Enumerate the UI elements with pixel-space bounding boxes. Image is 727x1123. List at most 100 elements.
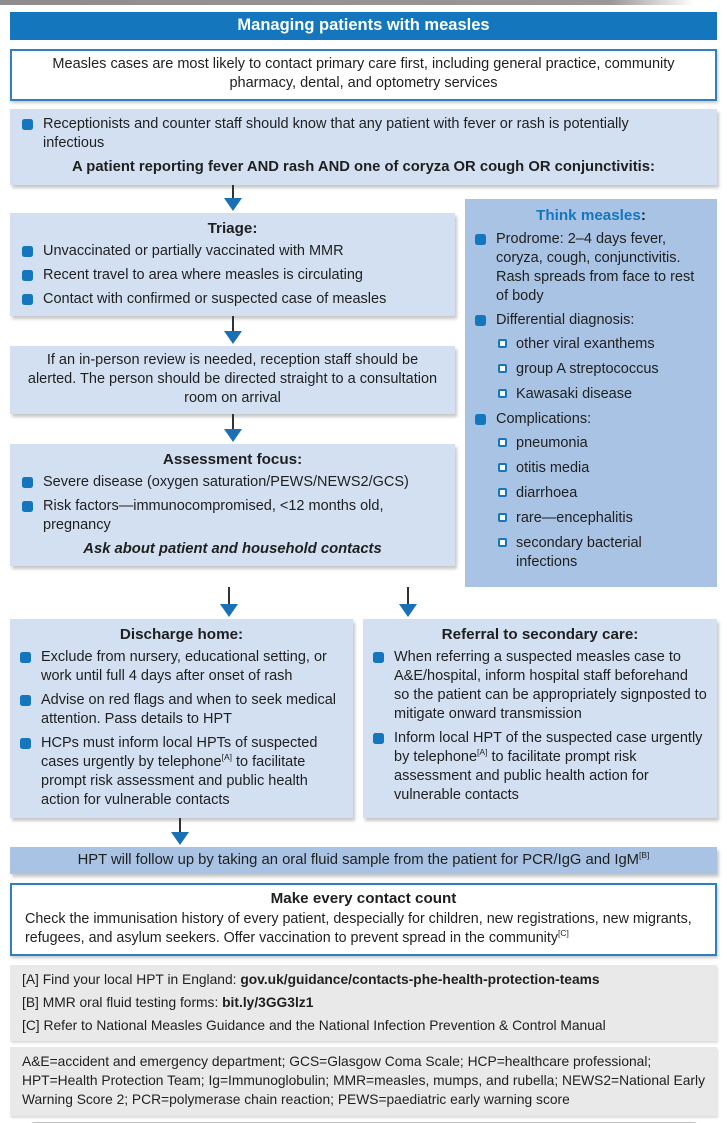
arrow-row-discharge-to-hpt xyxy=(0,818,727,847)
assessment-emphasis: Ask about patient and household contacts xyxy=(83,541,382,557)
arrow-row-assessment-to-outcomes xyxy=(0,587,727,619)
make-every-contact-count-box: Make every contact count Check the immun… xyxy=(10,883,717,956)
assessment-item: Risk factors—immunocompromised, <12 mont… xyxy=(22,497,443,535)
prodrome-text: Prodrome: 2–4 days fever, coryza, cough,… xyxy=(496,231,695,304)
footnote-line-A: [A] Find your local HPT in England: gov.… xyxy=(22,972,600,987)
outcome-boxes-row: Discharge home: Exclude from nursery, ed… xyxy=(10,619,717,818)
footnote-line-C: [C] Refer to National Measles Guidance a… xyxy=(22,1018,606,1033)
intro-text: Measles cases are most likely to contact… xyxy=(52,56,675,91)
sub-bullet-square-icon xyxy=(498,463,507,472)
triage-item-text: Unvaccinated or partially vaccinated wit… xyxy=(43,243,344,259)
hpt-followup-text: HPT will follow up by taking an oral flu… xyxy=(77,850,650,868)
differential-label: Differential diagnosis: xyxy=(496,312,635,328)
referral-title: Referral to secondary care: xyxy=(441,626,639,643)
contact-box-title: Make every contact count xyxy=(270,890,457,907)
triage-item: Unvaccinated or partially vaccinated wit… xyxy=(22,242,443,261)
sub-bullet-square-icon xyxy=(498,438,507,447)
complications-subitem: secondary bacterial infections xyxy=(496,534,707,572)
referral-item: Inform local HPT of the suspected case u… xyxy=(373,729,707,805)
complications-item: Complications: xyxy=(475,410,707,429)
page-title: Managing patients with measles xyxy=(237,16,490,34)
arrow-row-triage-to-inperson xyxy=(10,316,455,346)
bullet-square-icon xyxy=(22,246,33,257)
footnote-ref-C: [C] xyxy=(557,928,569,939)
assessment-item-text: Risk factors—immunocompromised, <12 mont… xyxy=(43,498,384,533)
complications-sublist: pneumonia otitis media diarrhoea rare—en… xyxy=(496,434,707,572)
complications-subitem: diarrhoea xyxy=(496,484,707,503)
assessment-title: Assessment focus: xyxy=(162,451,303,468)
footnote-ref-B: [B] xyxy=(639,850,650,861)
footnotes-box: [A] Find your local HPT in England: gov.… xyxy=(10,965,717,1041)
triage-item: Contact with confirmed or suspected case… xyxy=(22,290,443,309)
bullet-square-icon xyxy=(373,652,384,663)
bullet-square-icon xyxy=(475,414,486,425)
assessment-item: Severe disease (oxygen saturation/PEWS/N… xyxy=(22,473,443,492)
footnote-ref-A: [A] xyxy=(477,747,488,758)
left-flow-column: Triage: Unvaccinated or partially vaccin… xyxy=(10,185,455,587)
complications-label: Complications: xyxy=(496,411,592,427)
sub-bullet-square-icon xyxy=(498,538,507,547)
top-page-shadow xyxy=(0,0,694,5)
differential-subitem: other viral exanthems xyxy=(496,335,707,354)
triage-title: Triage: xyxy=(207,220,258,237)
bullet-square-icon xyxy=(22,294,33,305)
reception-box: Receptionists and counter staff should k… xyxy=(10,109,717,185)
prodrome-item: Prodrome: 2–4 days fever, coryza, cough,… xyxy=(475,230,707,306)
contact-box-text: Check the immunisation history of every … xyxy=(25,911,692,946)
bullet-square-icon xyxy=(373,733,384,744)
bullet-square-icon xyxy=(475,234,486,245)
inperson-text: If an in-person review is needed, recept… xyxy=(27,352,438,406)
triage-item: Recent travel to area where measles is c… xyxy=(22,266,443,285)
arrow-row-inperson-to-assessment xyxy=(10,414,455,444)
flow-arrow-down-icon xyxy=(219,587,239,617)
differential-subitem: group A streptococcus xyxy=(496,360,707,379)
sub-bullet-square-icon xyxy=(498,513,507,522)
reception-bullet-item: Receptionists and counter staff should k… xyxy=(22,115,705,153)
flow-arrow-down-icon xyxy=(398,587,418,617)
discharge-title: Discharge home: xyxy=(119,626,244,643)
complications-subitem: rare—encephalitis xyxy=(496,509,707,528)
discharge-item: HCPs must inform local HPTs of suspected… xyxy=(20,734,343,810)
bullet-square-icon xyxy=(20,738,31,749)
inperson-review-box: If an in-person review is needed, recept… xyxy=(10,346,455,414)
header-bar: Managing patients with measles xyxy=(10,12,717,40)
differential-sublist: other viral exanthems group A streptococ… xyxy=(496,335,707,404)
reception-text: Receptionists and counter staff should k… xyxy=(43,116,629,151)
sub-bullet-square-icon xyxy=(498,364,507,373)
differential-subitem: Kawasaki disease xyxy=(496,385,707,404)
footnote-line-B: [B] MMR oral fluid testing forms: bit.ly… xyxy=(22,995,314,1010)
sub-bullet-square-icon xyxy=(498,339,507,348)
complications-subitem: otitis media xyxy=(496,459,707,478)
abbreviations-box: A&E=accident and emergency department; G… xyxy=(10,1047,717,1116)
flow-arrow-down-icon xyxy=(223,414,243,444)
differential-item: Differential diagnosis: xyxy=(475,311,707,330)
referral-item: When referring a suspected measles case … xyxy=(373,648,707,724)
discharge-item: Advise on red flags and when to seek med… xyxy=(20,691,343,729)
footnote-ref-A: [A] xyxy=(221,752,232,763)
sub-bullet-square-icon xyxy=(498,389,507,398)
abbreviations-text: A&E=accident and emergency department; G… xyxy=(22,1054,705,1107)
bullet-square-icon xyxy=(475,315,486,326)
bullet-square-icon xyxy=(22,270,33,281)
flow-arrow-down-icon xyxy=(170,818,190,845)
discharge-item: Exclude from nursery, educational settin… xyxy=(20,648,343,686)
footnote-link[interactable]: gov.uk/guidance/contacts-phe-health-prot… xyxy=(240,972,600,987)
arrow-row-reception-to-triage xyxy=(10,185,455,213)
flow-arrow-down-icon xyxy=(223,185,243,213)
assessment-item-text: Severe disease (oxygen saturation/PEWS/N… xyxy=(43,474,409,490)
hpt-followup-bar: HPT will follow up by taking an oral flu… xyxy=(10,847,717,874)
flow-arrow-down-icon xyxy=(223,316,243,346)
main-flow-columns: Triage: Unvaccinated or partially vaccin… xyxy=(10,185,717,587)
fever-rash-bold-line: A patient reporting fever AND rash AND o… xyxy=(72,159,655,175)
intro-box: Measles cases are most likely to contact… xyxy=(10,49,717,101)
triage-box: Triage: Unvaccinated or partially vaccin… xyxy=(10,213,455,316)
bullet-square-icon xyxy=(22,477,33,488)
footnote-link[interactable]: bit.ly/3GG3lz1 xyxy=(222,995,314,1010)
assessment-box: Assessment focus: Severe disease (oxygen… xyxy=(10,444,455,566)
think-measles-title: Think measles: xyxy=(536,207,646,224)
triage-item-text: Recent travel to area where measles is c… xyxy=(43,267,363,283)
complications-subitem: pneumonia xyxy=(496,434,707,453)
think-measles-box: Think measles: Prodrome: 2–4 days fever,… xyxy=(465,199,717,587)
sub-bullet-square-icon xyxy=(498,488,507,497)
